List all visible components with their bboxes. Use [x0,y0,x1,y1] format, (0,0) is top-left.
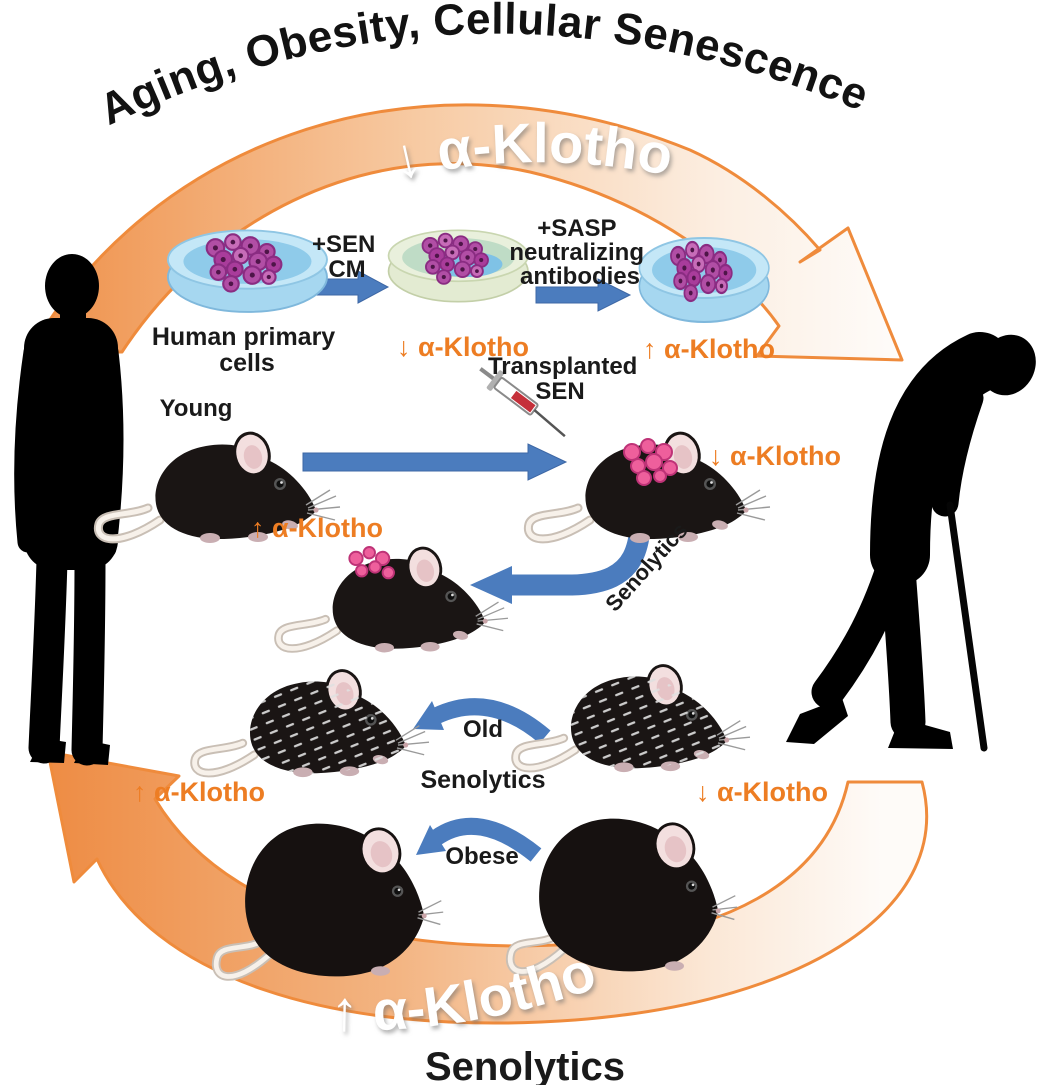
syringe-icon [479,367,566,438]
transplanted-klotho-label: ↓ α-Klotho [709,441,841,471]
young-mouse-label: Young [160,395,233,422]
cycle-top-band-arrow [28,103,904,362]
senolytics-treated-mouse [278,545,508,653]
transplanted-sen-mouse [528,430,770,543]
young-man-silhouette-icon [14,254,124,766]
transplanted-sen-label: Transplanted SEN [488,353,644,405]
old-left-klotho-label: ↑ α-Klotho [133,777,265,807]
obese-curved-arrow [416,817,542,862]
petri-dish-sasp-neutralized [639,238,769,322]
sasp-arrow-label: +SASP neutralizing antibodies [509,215,650,290]
old-man-with-cane-silhouette-icon [786,332,1036,752]
young-to-transplanted-arrow [302,443,568,481]
dish1-label: Human primary cells [152,323,342,377]
old-arrow-label: Old [463,716,503,743]
petri-dish-human-primary-cells [168,230,327,311]
old-right-klotho-label: ↓ α-Klotho [696,777,828,807]
dish3-klotho-label: ↑ α-Klotho [643,334,775,364]
old-senolytics-label: Senolytics [420,766,545,794]
reduced-sen-cells-cluster [348,546,395,580]
sen-cells-cluster [623,438,678,486]
old-curved-arrow [413,698,551,744]
obese-arrow-label: Obese [445,843,518,870]
young-klotho-label: ↑ α-Klotho [251,513,383,543]
sen-cm-arrow-label: +SEN CM [312,231,382,283]
old-mouse-treated [195,667,429,777]
old-mouse-untreated [516,662,750,772]
bottom-senolytics-title: Senolytics [425,1045,625,1085]
dish2-klotho-label: ↓ α-Klotho [397,332,529,362]
sasp-arrow [535,278,632,312]
petri-dish-sen-cm [389,230,528,301]
